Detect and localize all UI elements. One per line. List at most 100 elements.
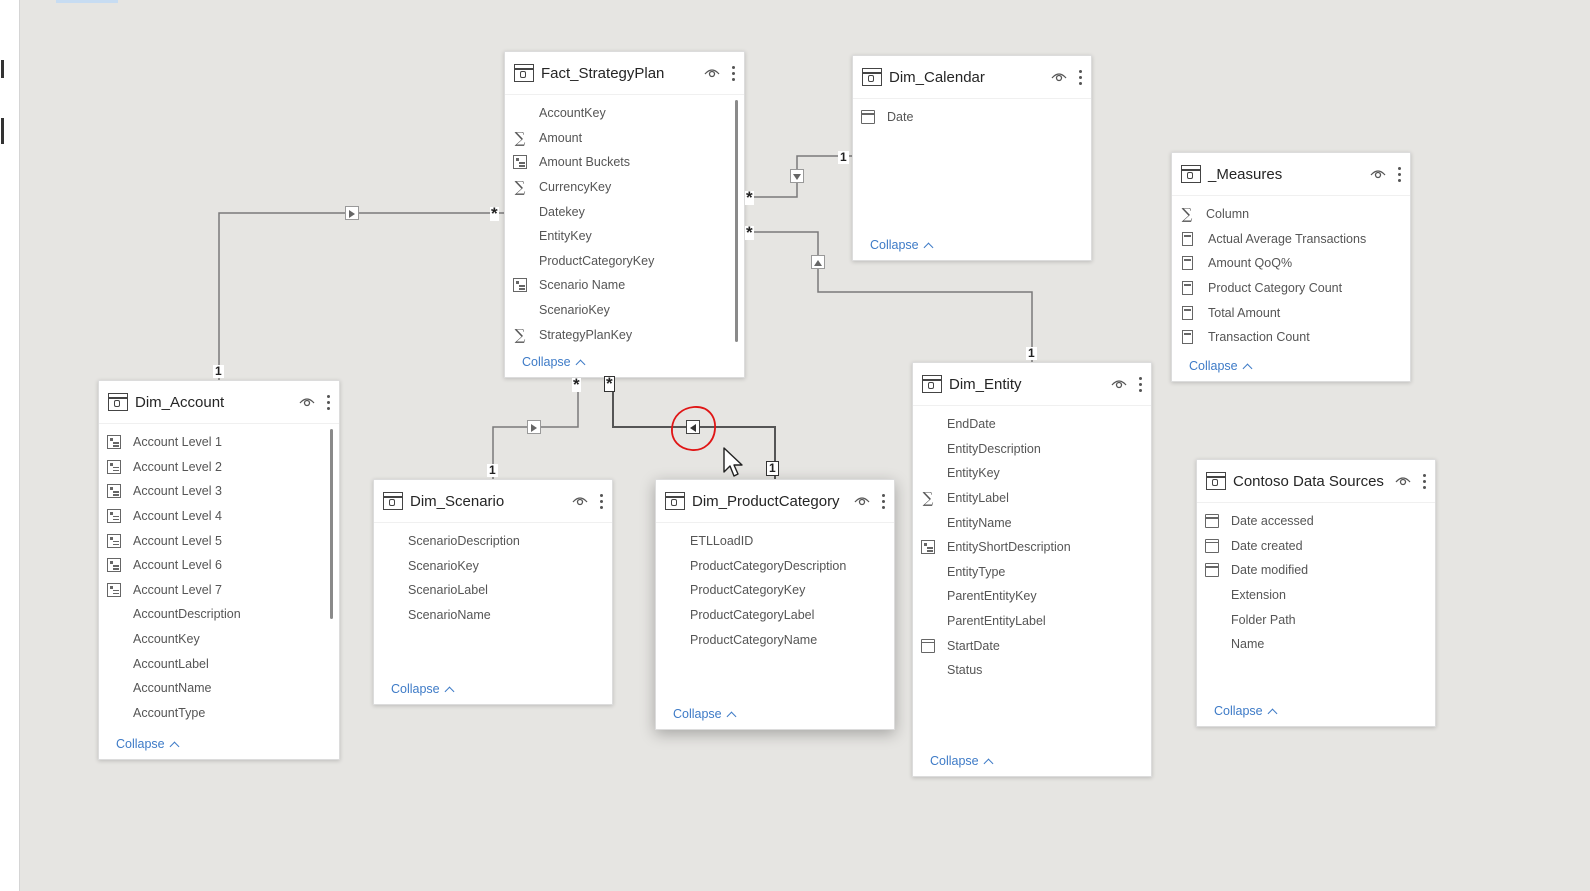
field-row[interactable]: AccountKey [505, 101, 744, 126]
eye-icon[interactable] [854, 493, 870, 509]
collapse-button[interactable]: Collapse [522, 355, 586, 369]
table-header[interactable]: Fact_StrategyPlan [505, 52, 744, 95]
field-row[interactable]: Account Level 6 [99, 553, 339, 578]
table-dim-calendar[interactable]: Dim_Calendar Date Collapse [852, 55, 1092, 261]
field-row[interactable]: Date modified [1197, 558, 1435, 583]
filter-direction-arrow-calendar[interactable] [790, 169, 804, 183]
filter-direction-arrow-account[interactable] [345, 206, 359, 220]
filter-direction-arrow-scenario[interactable] [527, 420, 541, 434]
field-row[interactable]: ScenarioDescription [374, 529, 612, 554]
collapse-button[interactable]: Collapse [1189, 359, 1253, 373]
more-options-icon[interactable] [1075, 67, 1085, 87]
field-row[interactable]: Datekey [505, 199, 744, 224]
field-row[interactable]: EntityShortDescription [913, 535, 1151, 560]
collapse-button[interactable]: Collapse [1214, 704, 1278, 718]
field-row[interactable]: ∑EntityLabel [913, 486, 1151, 511]
field-row[interactable]: StartDate [913, 633, 1151, 658]
field-row[interactable]: Amount Buckets [505, 150, 744, 175]
field-row[interactable]: EntityDescription [913, 437, 1151, 462]
eye-icon[interactable] [1370, 166, 1386, 182]
collapse-button[interactable]: Collapse [870, 238, 934, 252]
eye-icon[interactable] [1395, 473, 1411, 489]
field-row[interactable]: Account Level 3 [99, 479, 339, 504]
field-row[interactable]: Amount QoQ% [1172, 251, 1410, 276]
field-row[interactable]: ∑Amount [505, 126, 744, 151]
eye-icon[interactable] [704, 65, 720, 81]
more-options-icon[interactable] [1394, 164, 1404, 184]
field-row[interactable]: ScenarioLabel [374, 578, 612, 603]
filter-direction-arrow-entity[interactable] [811, 255, 825, 269]
field-row[interactable]: EntityName [913, 510, 1151, 535]
field-row[interactable]: Account Level 5 [99, 528, 339, 553]
field-row[interactable]: Date [853, 105, 1091, 130]
field-row[interactable]: Date created [1197, 534, 1435, 559]
field-row[interactable]: Extension [1197, 583, 1435, 608]
field-row[interactable]: Name [1197, 632, 1435, 657]
field-row[interactable]: ScenarioKey [505, 298, 744, 323]
field-row[interactable]: ScenarioKey [374, 554, 612, 579]
field-row[interactable]: EntityKey [913, 461, 1151, 486]
field-row[interactable]: ∑Column [1172, 202, 1410, 227]
field-row[interactable]: ParentEntityLabel [913, 609, 1151, 634]
eye-icon[interactable] [299, 394, 315, 410]
more-options-icon[interactable] [878, 491, 888, 511]
collapse-button[interactable]: Collapse [391, 682, 455, 696]
more-options-icon[interactable] [596, 491, 606, 511]
scrollbar[interactable] [735, 100, 738, 342]
collapse-button[interactable]: Collapse [116, 737, 180, 751]
table-header[interactable]: Contoso Data Sources [1197, 460, 1435, 503]
field-row[interactable]: Scenario Name [505, 273, 744, 298]
field-row[interactable]: Actual Average Transactions [1172, 227, 1410, 252]
field-row[interactable]: AccountLabel [99, 651, 339, 676]
field-row[interactable]: Account Level 1 [99, 430, 339, 455]
more-options-icon[interactable] [1419, 471, 1429, 491]
field-row[interactable]: Account Level 7 [99, 578, 339, 603]
table-header[interactable]: Dim_Entity [913, 363, 1151, 406]
more-options-icon[interactable] [728, 63, 738, 83]
eye-icon[interactable] [572, 493, 588, 509]
table-header[interactable]: Dim_ProductCategory [656, 480, 894, 523]
field-row[interactable]: Product Category Count [1172, 276, 1410, 301]
more-options-icon[interactable] [1135, 374, 1145, 394]
table-header[interactable]: Dim_Account [99, 381, 339, 424]
eye-icon[interactable] [1111, 376, 1127, 392]
field-row[interactable]: AccountDescription [99, 602, 339, 627]
field-row[interactable]: ProductCategoryKey [505, 249, 744, 274]
field-row[interactable]: Transaction Count [1172, 325, 1410, 350]
more-options-icon[interactable] [323, 392, 333, 412]
table-header[interactable]: _Measures [1172, 153, 1410, 196]
eye-icon[interactable] [1051, 69, 1067, 85]
field-row[interactable]: ProductCategoryLabel [656, 603, 894, 628]
field-row[interactable]: Total Amount [1172, 300, 1410, 325]
table-header[interactable]: Dim_Calendar [853, 56, 1091, 99]
field-row[interactable]: Account Level 4 [99, 504, 339, 529]
field-row[interactable]: ScenarioName [374, 603, 612, 628]
field-row[interactable]: ProductCategoryName [656, 627, 894, 652]
field-row[interactable]: EntityType [913, 560, 1151, 585]
filter-direction-arrow-product[interactable] [686, 420, 700, 434]
field-row[interactable]: ProductCategoryKey [656, 578, 894, 603]
field-row[interactable]: Folder Path [1197, 607, 1435, 632]
field-row[interactable]: ProductCategoryDescription [656, 554, 894, 579]
field-row[interactable]: ETLLoadID [656, 529, 894, 554]
field-row[interactable]: ∑StrategyPlanKey [505, 322, 744, 347]
collapse-button[interactable]: Collapse [673, 707, 737, 721]
table-header[interactable]: Dim_Scenario [374, 480, 612, 523]
field-row[interactable]: AccountKey [99, 627, 339, 652]
field-row[interactable]: AccountName [99, 676, 339, 701]
field-row[interactable]: Status [913, 658, 1151, 683]
field-row[interactable]: Account Level 2 [99, 455, 339, 480]
field-row[interactable]: Date accessed [1197, 509, 1435, 534]
scrollbar[interactable] [330, 429, 333, 619]
collapse-button[interactable]: Collapse [930, 754, 994, 768]
field-row[interactable]: ∑CurrencyKey [505, 175, 744, 200]
field-row[interactable]: EntityKey [505, 224, 744, 249]
field-row[interactable]: EndDate [913, 412, 1151, 437]
